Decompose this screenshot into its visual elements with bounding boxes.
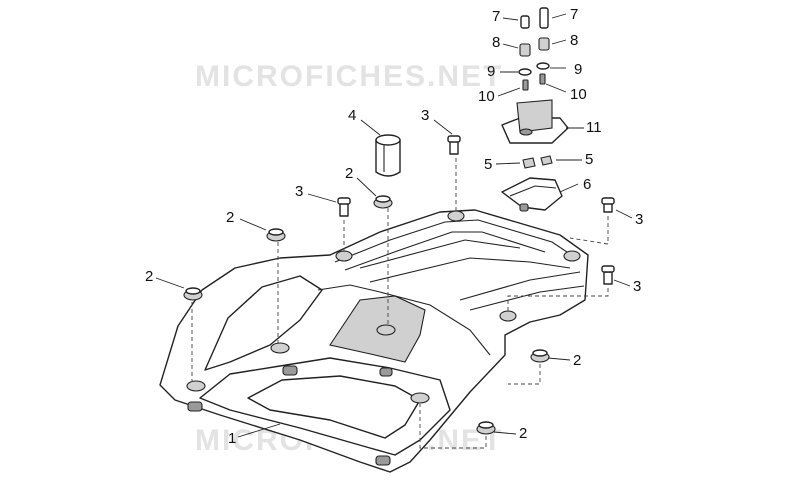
bracket-part [501, 99, 569, 144]
callout-5: 5 [484, 156, 492, 173]
mount-hole [376, 324, 396, 336]
callout-9: 9 [487, 63, 495, 80]
screw-part [337, 135, 615, 285]
callout-1: 1 [228, 430, 236, 447]
mount-hole [447, 210, 465, 222]
callout-3: 3 [633, 278, 641, 295]
callout-2: 2 [226, 209, 234, 226]
callout-2: 2 [345, 165, 353, 182]
rack-foot [375, 455, 391, 466]
callout-10: 10 [478, 88, 495, 105]
callout-8: 8 [570, 32, 578, 49]
lower-bracket-part [501, 177, 563, 212]
callout-10: 10 [570, 86, 587, 103]
callout-6: 6 [583, 176, 591, 193]
callout-9: 9 [574, 61, 582, 78]
rack-foot [379, 367, 393, 377]
callout-11: 11 [586, 119, 602, 136]
nut-part [522, 155, 553, 169]
watermark-top: MICROFICHES.NET [195, 60, 503, 93]
luggage-rack-frame [159, 209, 589, 473]
mount-hole [410, 392, 430, 404]
callout-labels: 7 7 8 8 9 9 10 10 4 3 11 5 5 6 2 3 2 3 2… [145, 6, 643, 447]
grommet-part [183, 195, 550, 435]
fastener-stack [518, 7, 550, 91]
callout-7: 7 [492, 8, 500, 25]
rack-foot [282, 365, 298, 376]
rack-foot [187, 401, 203, 412]
mount-hole [270, 342, 290, 354]
callout-7: 7 [570, 6, 578, 23]
leader-lines [155, 13, 633, 438]
alignment-lines [191, 158, 609, 449]
callout-2: 2 [145, 268, 153, 285]
mount-hole [186, 380, 206, 392]
callout-2: 2 [519, 425, 527, 442]
callout-3: 3 [635, 211, 643, 228]
callout-4: 4 [348, 107, 356, 124]
mount-hole [335, 250, 353, 262]
mount-hole [563, 250, 581, 262]
mount-hole [499, 310, 517, 322]
callout-8: 8 [492, 34, 500, 51]
cylinder-cap-part [375, 134, 401, 177]
callout-3: 3 [421, 107, 429, 124]
callout-3: 3 [295, 183, 303, 200]
callout-2: 2 [573, 352, 581, 369]
callout-5: 5 [585, 151, 593, 168]
